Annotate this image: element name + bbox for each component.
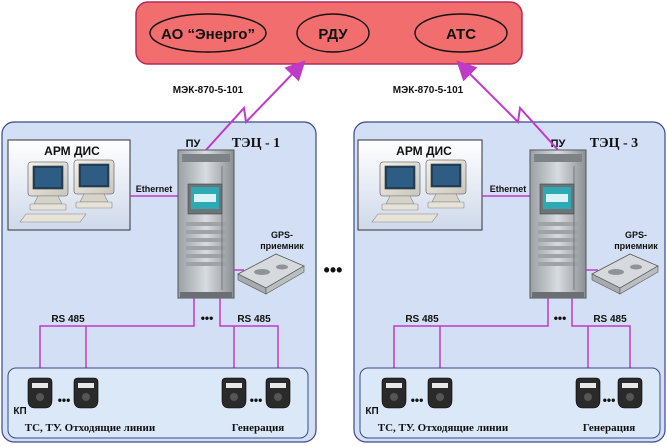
plant-3-pu-cabinet-icon: [529, 149, 587, 299]
plant-3-meter-kp-1-icon: [381, 377, 407, 409]
plant-1-rs485-left-bus: [39, 298, 195, 384]
plant-1-ethernet-label: Ethernet: [136, 184, 173, 194]
plant-panel-1: ТЭЦ - 1 ПУ АРМ ДИС Ethernet GPS- приемни…: [1, 121, 317, 443]
plant-1-gps-label-1: GPS-: [271, 230, 293, 240]
plant-1-rs485-right-bus: [219, 298, 279, 384]
plant-3-gps-label-2: приемник: [614, 241, 658, 251]
plant-1-meter-kp-2-icon: [73, 377, 99, 409]
plant-3-meter-kp-2-icon: [427, 377, 453, 409]
plant-1-rs485-right-label: RS 485: [237, 314, 271, 325]
plant-1-pu-label: ПУ: [186, 138, 201, 150]
plant-3-rs485-right-bus: [571, 298, 631, 384]
node-rdu-label: РДУ: [318, 26, 348, 43]
plant-1-bus-ellipsis: •••: [201, 311, 214, 325]
plant-1-meter-gen-1-icon: [221, 377, 247, 409]
plant-3-bus-ellipsis: •••: [554, 311, 567, 325]
node-ats-oval: [414, 13, 508, 53]
plant-3-meter-gen-2-icon: [617, 377, 643, 409]
plant-3-rs485-left-label: RS 485: [405, 314, 439, 325]
plant-3-gps-label-1: GPS-: [625, 230, 647, 240]
plant-1-gps-label-2: приемник: [260, 241, 304, 251]
plant-1-pu-cabinet-icon: [177, 149, 235, 299]
plant-1-meter-ellipsis-left: •••: [58, 393, 71, 407]
plant-1-rs485-left-label: RS 485: [51, 314, 85, 325]
plant-1-kp-label: КП: [13, 406, 26, 417]
plant-1-title: ТЭЦ - 1: [232, 136, 280, 151]
plant-3-meter-ellipsis-right: •••: [603, 393, 616, 407]
plant-1-lines-label: ТС, ТУ. Отходящие линии: [25, 422, 156, 434]
plant-3-gen-label: Генерация: [583, 422, 636, 434]
plant-3-title: ТЭЦ - 3: [590, 136, 638, 151]
node-energo-label: АО “Энерго”: [161, 26, 255, 43]
node-rdu-oval: [296, 13, 370, 53]
plant-3-kp-label: КП: [365, 406, 378, 417]
node-energo-oval: [149, 13, 267, 53]
plant-3-rs485-left-bus: [393, 298, 549, 384]
plant-3-meter-gen-1-icon: [575, 377, 601, 409]
plant-panel-3: ТЭЦ - 3 ПУ АРМ ДИС Ethernet GPS- приемни…: [353, 121, 666, 443]
plant-3-keyboard-icon: [371, 213, 439, 223]
plant-1-gen-label: Генерация: [232, 422, 285, 434]
node-ats-label: АТС: [446, 26, 476, 43]
plant-3-lines-label: ТС, ТУ. Отходящие линии: [378, 422, 509, 434]
plant-3-ethernet-label: Ethernet: [490, 184, 527, 194]
plant-1-keyboard-icon: [19, 213, 87, 223]
plant-1-uplink-arrow: [205, 60, 306, 151]
plant-1-protocol-label: МЭК-870-5-101: [173, 85, 244, 96]
plant-1-meter-kp-1-icon: [27, 377, 53, 409]
plant-1-meter-ellipsis-right: •••: [250, 393, 263, 407]
plant-3-rs485-right-label: RS 485: [593, 314, 627, 325]
plant-3-arm-label: АРМ ДИС: [396, 144, 452, 158]
control-center-bar: [135, 1, 523, 65]
plants-ellipsis: •••: [324, 260, 343, 280]
plant-1-meter-gen-2-icon: [265, 377, 291, 409]
plant-3-meter-ellipsis-left: •••: [411, 393, 424, 407]
plant-3-uplink-arrow: [456, 60, 559, 151]
plant-3-protocol-label: МЭК-870-5-101: [393, 85, 464, 96]
plant-1-arm-label: АРМ ДИС: [44, 144, 100, 158]
